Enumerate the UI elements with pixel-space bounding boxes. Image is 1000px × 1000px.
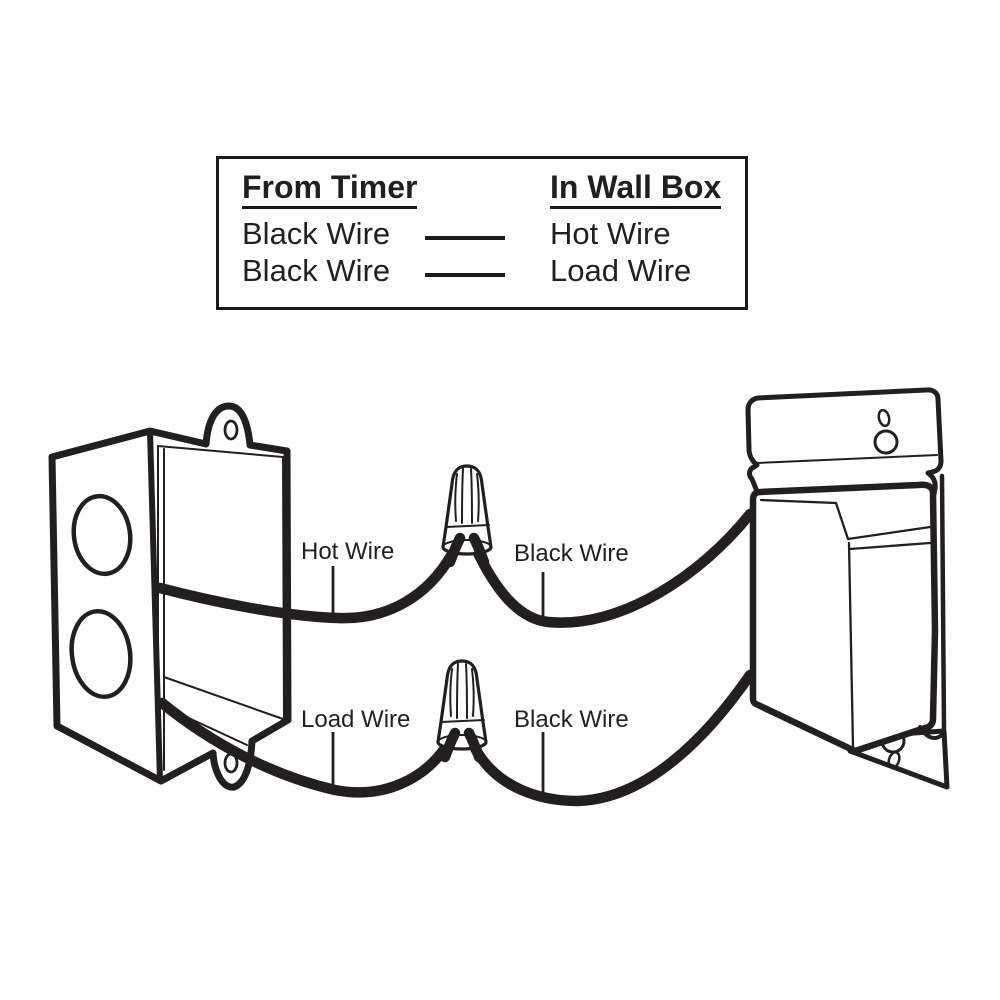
strap-hole-small-top xyxy=(877,408,891,428)
wire-stubs xyxy=(439,727,485,763)
legend-header-in-wall-box: In Wall Box xyxy=(550,171,722,209)
wire-nut-rim xyxy=(442,539,492,548)
wires xyxy=(154,508,756,807)
mounting-strap-top xyxy=(745,387,944,497)
legend-row2-from: Black Wire xyxy=(242,253,391,288)
legend-header-from-timer: From Timer xyxy=(242,171,418,209)
timer-switch-drawing xyxy=(745,387,950,790)
black-wire-top-segment xyxy=(466,508,756,628)
legend-row1-connector-dash xyxy=(425,236,505,240)
legend-row2-connector-dash xyxy=(425,273,505,277)
strap-hole-small-bottom xyxy=(887,750,901,770)
wire-nut-top xyxy=(441,464,493,568)
wire-nut-skirt-line xyxy=(445,524,490,528)
knockout-hole-top xyxy=(71,493,133,577)
strap-hole-large-top xyxy=(873,429,899,455)
timer-body-facet-lines xyxy=(759,498,932,749)
wall-box-interior-lines xyxy=(157,445,285,773)
legend-row1-to: Hot Wire xyxy=(550,216,671,251)
legend-box: From Timer In Wall Box Black Wire Hot Wi… xyxy=(216,156,748,310)
wire-nut-skirt-line xyxy=(440,719,485,723)
timer-body xyxy=(749,481,939,755)
wire-nut-ridges xyxy=(449,663,475,719)
black-wire-bottom-label: Black Wire xyxy=(514,706,629,733)
wire-nut-rim xyxy=(437,734,487,743)
mounting-strap-side xyxy=(939,473,947,733)
mounting-strap-top-crease xyxy=(755,454,938,464)
wire-nut-bottom xyxy=(436,659,488,763)
load-wire-segment xyxy=(156,697,457,798)
ear-hole-top xyxy=(223,419,239,441)
legend-row1-from: Black Wire xyxy=(242,216,391,251)
wall-box-outline xyxy=(48,402,292,791)
legend-row2-to: Load Wire xyxy=(550,253,692,288)
strap-notch-hook xyxy=(918,725,945,741)
bottom-wire-load-to-black xyxy=(156,669,756,807)
wire-nut-ridges xyxy=(454,468,480,524)
wire-stubs xyxy=(444,532,490,568)
load-wire-label: Load Wire xyxy=(301,706,410,733)
label-leader-lines xyxy=(331,566,545,799)
hot-wire-segment xyxy=(154,533,464,624)
knockout-hole-bottom xyxy=(69,608,133,700)
top-wire-hot-to-black xyxy=(154,508,756,628)
hot-wire-label: Hot Wire xyxy=(301,538,394,565)
black-wire-top-label: Black Wire xyxy=(514,540,629,567)
black-wire-bottom-segment xyxy=(462,669,756,807)
wall-box-drawing xyxy=(48,402,292,791)
